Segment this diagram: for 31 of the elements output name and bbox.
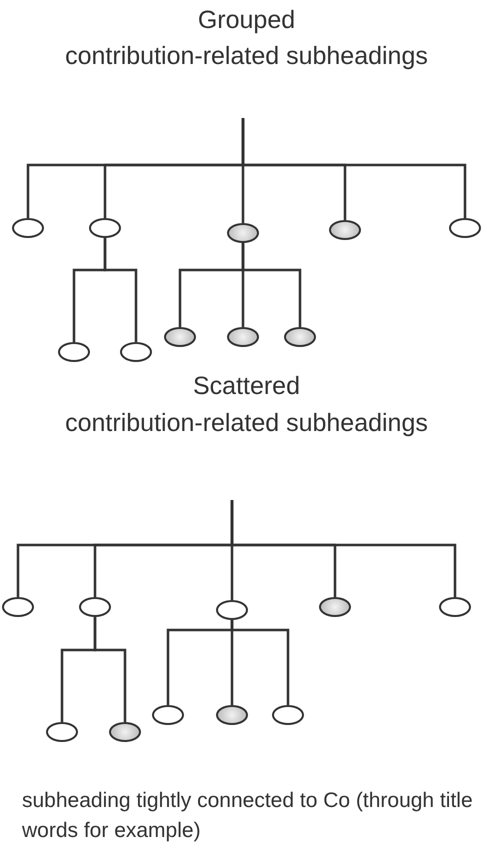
shaded-node-ellipse: [164, 327, 196, 347]
shaded-node-ellipse: [227, 223, 259, 243]
tree-connector: [242, 243, 302, 327]
note-text: subheading tightly connected to Co (through title words for example): [22, 788, 474, 844]
subheading-text: contribution-related subheadings: [64, 408, 429, 439]
node-ellipse: [439, 597, 471, 617]
tree-connector: [230, 620, 290, 705]
node-ellipse: [58, 342, 90, 362]
node-ellipse: [2, 597, 34, 617]
shaded-node-ellipse: [329, 220, 361, 240]
tree-connector: [104, 238, 138, 342]
node-ellipse: [216, 600, 248, 620]
node-ellipse: [46, 722, 78, 742]
node-ellipse: [272, 705, 304, 725]
shaded-node-ellipse: [319, 597, 351, 617]
shaded-node-ellipse: [109, 722, 141, 742]
node-ellipse: [12, 218, 44, 238]
node-ellipse: [449, 218, 481, 238]
shaded-node-ellipse: [227, 327, 259, 347]
heading-text: Scattered: [192, 371, 301, 402]
shaded-node-ellipse: [216, 705, 248, 725]
tree-connector: [94, 617, 126, 722]
subheading-text: contribution-related subheadings: [64, 41, 429, 72]
tree-connector: [242, 118, 466, 218]
node-ellipse: [89, 218, 121, 238]
heading-text: Grouped: [196, 5, 296, 36]
node-ellipse: [152, 705, 184, 725]
tree-connector: [230, 500, 456, 597]
node-ellipse: [120, 342, 152, 362]
shaded-node-ellipse: [284, 327, 316, 347]
node-ellipse: [79, 597, 111, 617]
